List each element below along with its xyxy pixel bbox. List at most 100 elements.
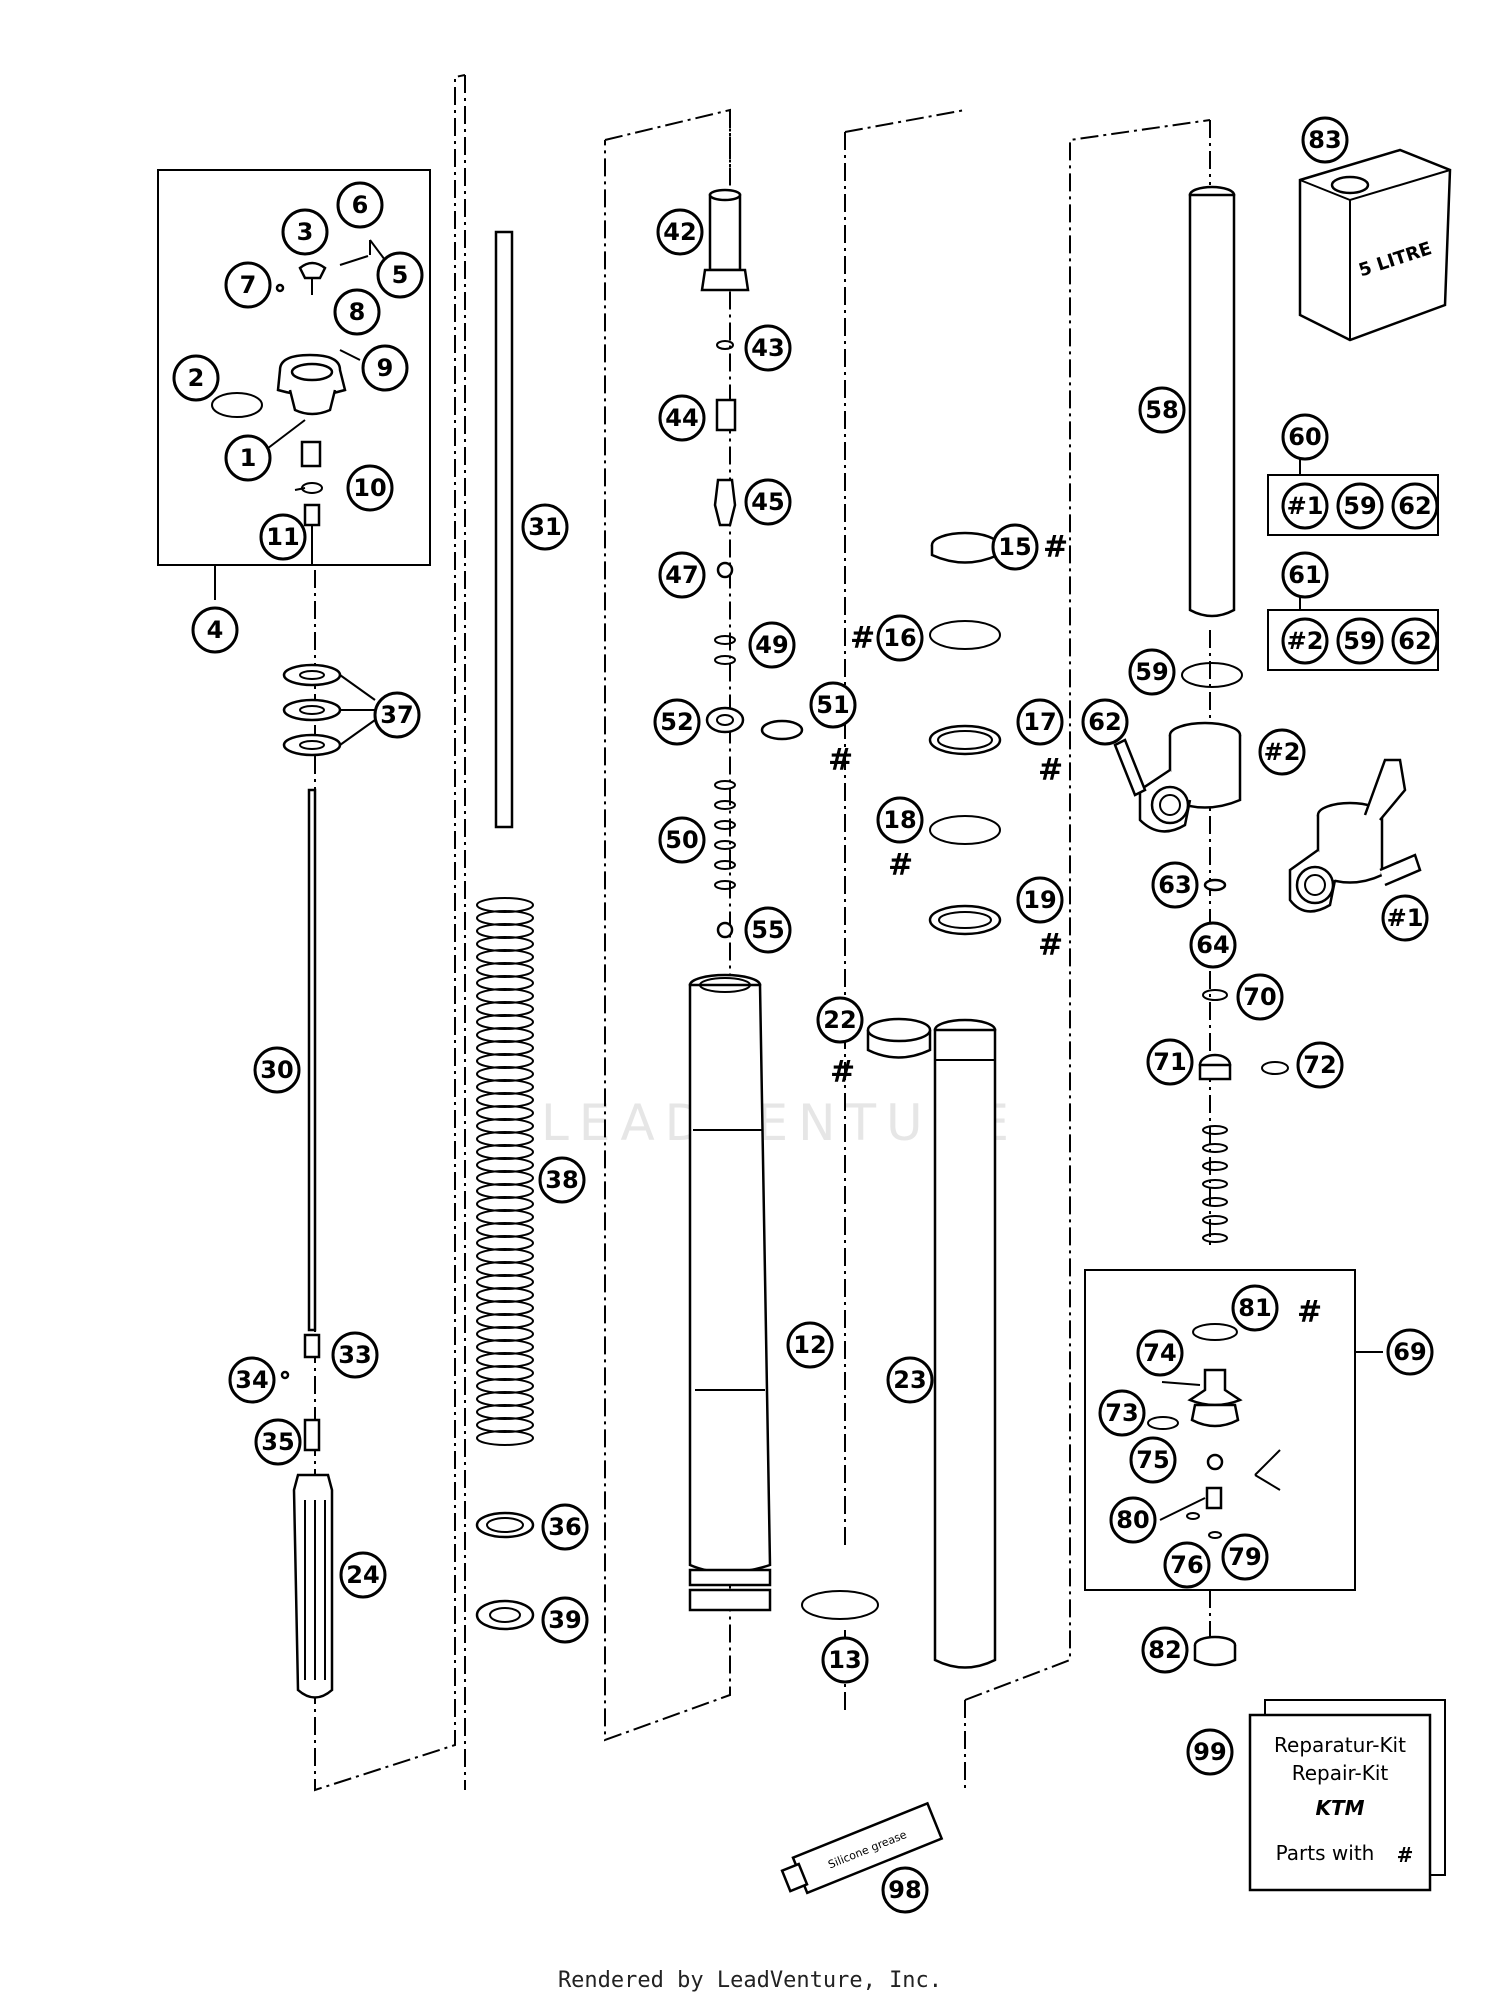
svg-text:31: 31 <box>528 513 561 541</box>
svg-text:17: 17 <box>1023 708 1056 736</box>
svg-text:6: 6 <box>352 191 369 219</box>
part-adjuster-3 <box>298 261 327 280</box>
svg-text:59: 59 <box>1343 492 1376 520</box>
part-outer-tube-58 <box>1188 185 1236 618</box>
svg-text:39: 39 <box>548 1606 581 1634</box>
svg-text:19: 19 <box>1023 886 1056 914</box>
callout-16: 16 <box>876 614 924 662</box>
callout-72: 72 <box>1296 1041 1344 1089</box>
svg-text:33: 33 <box>338 1341 371 1369</box>
callout-83: 83 <box>1301 116 1349 164</box>
set_60-item-hash1: #1 <box>1281 482 1329 530</box>
svg-text:52: 52 <box>660 708 693 736</box>
part-damper-rod-30 <box>307 788 317 1332</box>
callout-18: 18 <box>876 796 924 844</box>
part-nut-55 <box>716 921 734 939</box>
part-ring-72 <box>1261 1061 1289 1075</box>
callout-7: 7 <box>224 261 272 309</box>
callout-80: 80 <box>1109 1496 1157 1544</box>
callout-42: 42 <box>656 208 704 256</box>
callout-6: 6 <box>336 181 384 229</box>
svg-text:99: 99 <box>1193 1738 1226 1766</box>
callout-62: 62 <box>1081 698 1129 746</box>
svg-text:#2: #2 <box>1264 738 1301 766</box>
callout-37: 37 <box>373 691 421 739</box>
callout-49: 49 <box>748 621 796 669</box>
callout-63: 63 <box>1151 861 1199 909</box>
part-spring-38 <box>476 897 534 1446</box>
svg-text:43: 43 <box>751 334 784 362</box>
svg-text:45: 45 <box>751 488 784 516</box>
set_61-item-59: 59 <box>1336 617 1384 665</box>
callout-9: 9 <box>361 344 409 392</box>
part-shim-stack-50a <box>714 780 736 890</box>
svg-text:62: 62 <box>1398 627 1431 655</box>
part-seal-17 <box>928 724 1002 756</box>
callout-4: 4 <box>191 606 239 654</box>
kit-hash: # <box>1397 1843 1414 1867</box>
svg-text:24: 24 <box>346 1561 379 1589</box>
kit-brand: KTM <box>1315 1796 1364 1820</box>
part-valve-45 <box>713 478 737 527</box>
set_60-item-59: 59 <box>1336 482 1384 530</box>
part-bushing-15 <box>930 531 1000 564</box>
svg-text:83: 83 <box>1308 126 1341 154</box>
svg-text:79: 79 <box>1228 1543 1261 1571</box>
set_60-item-62: 62 <box>1391 482 1439 530</box>
callout-23: 23 <box>886 1356 934 1404</box>
svg-text:11: 11 <box>266 523 299 551</box>
part-piston-71 <box>1198 1053 1232 1081</box>
part-washer-76 <box>1186 1512 1200 1520</box>
svg-text:76: 76 <box>1170 1551 1203 1579</box>
part-spring-44 <box>715 398 737 432</box>
part-ball-75 <box>1206 1453 1224 1471</box>
callout-61: 61 <box>1281 551 1329 599</box>
svg-text:15: 15 <box>998 533 1031 561</box>
callout-1: 1 <box>224 434 272 482</box>
part-washers-37 <box>282 663 342 757</box>
set_61-item-hash2: #2 <box>1281 617 1329 665</box>
callout-30: 30 <box>253 1046 301 1094</box>
part-shim-stack-50b <box>1202 1125 1228 1243</box>
callouts: 1234567891011121315161718192223243031333… <box>172 116 1439 1914</box>
repair-kit-hash-4: # <box>888 848 913 883</box>
svg-text:5: 5 <box>392 261 409 289</box>
svg-text:10: 10 <box>353 474 386 502</box>
repair-kit-box: Reparatur-Kit Repair-Kit KTM Parts with … <box>1248 1699 1446 1892</box>
callout-5: 5 <box>376 251 424 299</box>
part-bolt-62 <box>1113 738 1147 797</box>
part-ring-51 <box>760 719 804 741</box>
part-o-ring-59 <box>1181 662 1243 688</box>
svg-text:42: 42 <box>663 218 696 246</box>
callout-10: 10 <box>346 464 394 512</box>
part-washer-63 <box>1203 878 1227 892</box>
repair-kit-hash-5: # <box>1038 928 1063 963</box>
svg-text:82: 82 <box>1148 1636 1181 1664</box>
callout-69: 69 <box>1386 1328 1434 1376</box>
callout-79: 79 <box>1221 1533 1269 1581</box>
callout-51: 51 <box>809 681 857 729</box>
part-spring-35 <box>303 1418 321 1452</box>
svg-text:22: 22 <box>823 1006 856 1034</box>
callout-hash1: #1 <box>1381 894 1429 942</box>
part-nut-11 <box>303 503 321 527</box>
svg-text:80: 80 <box>1116 1506 1149 1534</box>
svg-text:36: 36 <box>548 1513 581 1541</box>
box-item-69 <box>1084 1269 1383 1591</box>
part-outer-tube-12 <box>688 973 772 1612</box>
part-o-ring-81 <box>1192 1323 1238 1341</box>
callout-3: 3 <box>281 208 329 256</box>
svg-text:34: 34 <box>235 1366 268 1394</box>
svg-text:81: 81 <box>1238 1294 1271 1322</box>
svg-text:55: 55 <box>751 916 784 944</box>
callout-82: 82 <box>1141 1626 1189 1674</box>
svg-text:63: 63 <box>1158 871 1191 899</box>
callout-98: 98 <box>881 1866 929 1914</box>
part-washer-36 <box>475 1511 535 1539</box>
svg-text:#2: #2 <box>1287 627 1324 655</box>
callout-34: 34 <box>228 1356 276 1404</box>
callout-58: 58 <box>1138 386 1186 434</box>
callout-70: 70 <box>1236 973 1284 1021</box>
callout-59: 59 <box>1128 648 1176 696</box>
callout-24: 24 <box>339 1551 387 1599</box>
